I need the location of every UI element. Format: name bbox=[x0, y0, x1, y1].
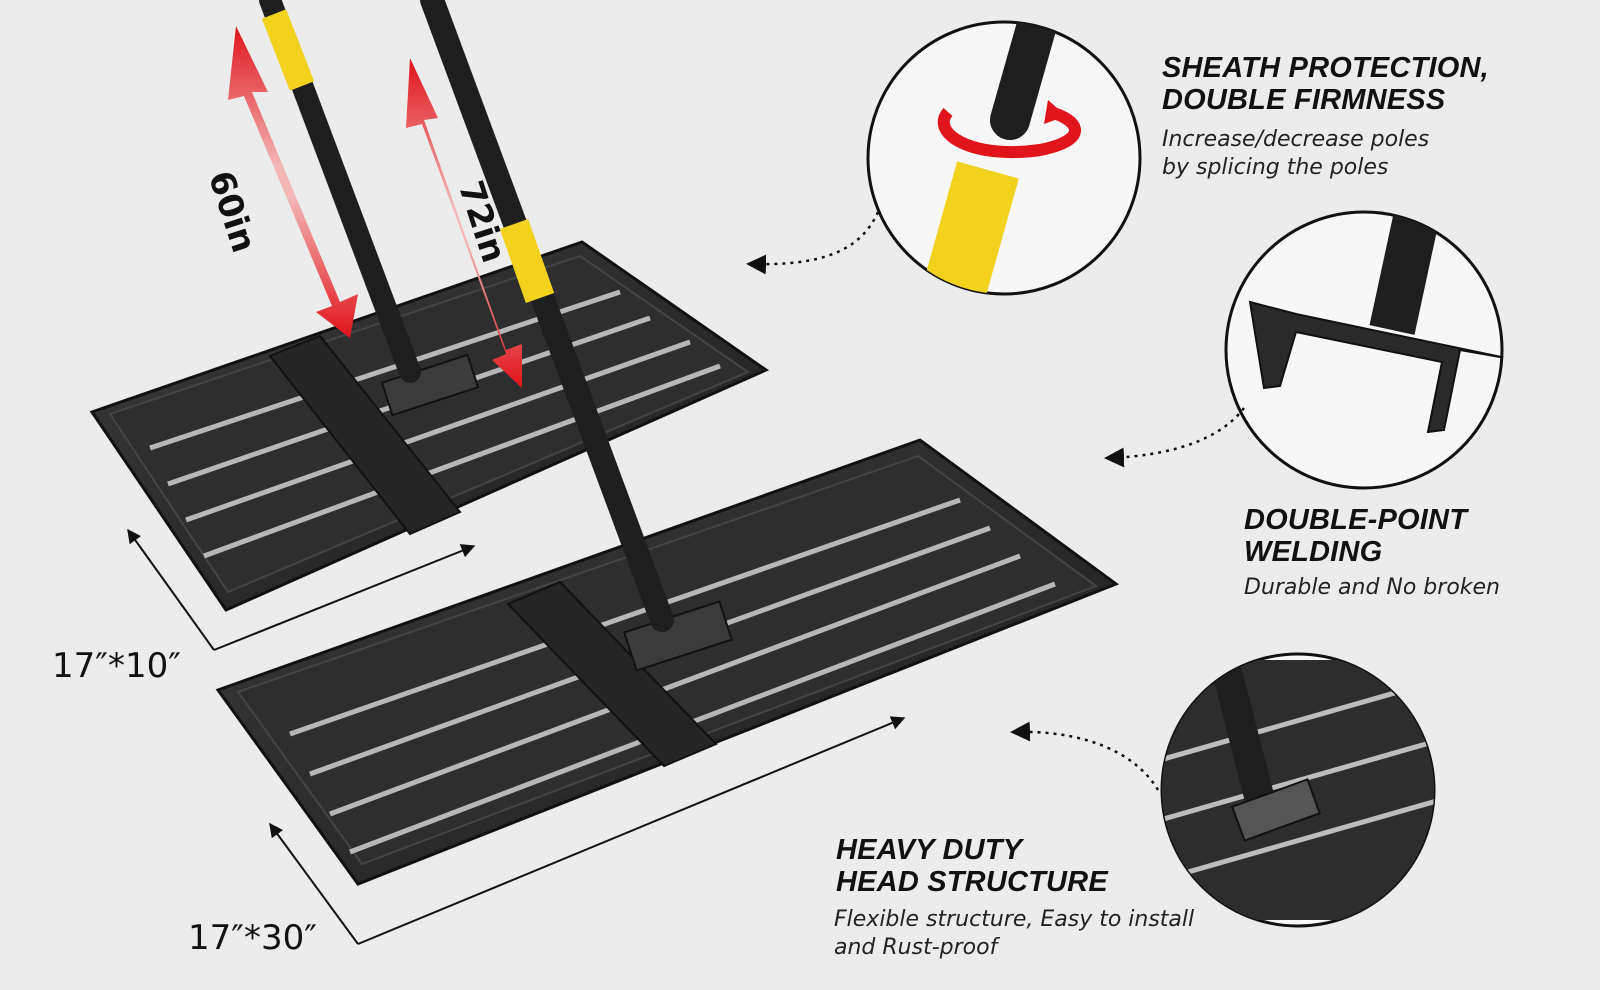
sheath-callout-arrow bbox=[746, 211, 880, 275]
head-title-line2: HEAD STRUCTURE bbox=[836, 866, 1108, 898]
welding-callout-arrow bbox=[1104, 407, 1245, 468]
head-callout-arrow bbox=[1010, 721, 1160, 791]
welding-desc-line1: Durable and No broken bbox=[1244, 575, 1500, 600]
head-detail-circle bbox=[1160, 652, 1436, 928]
large-dimension-line bbox=[269, 822, 359, 945]
sheath-title-line2: DOUBLE FIRMNESS bbox=[1162, 84, 1446, 116]
large-rake-head bbox=[215, 438, 1120, 886]
small-dimension-line-bottom bbox=[213, 544, 476, 651]
small-rake-head bbox=[89, 240, 770, 612]
short-pole-length-arrow bbox=[228, 26, 358, 338]
welding-detail-circle bbox=[1224, 210, 1504, 490]
welding-title-line2: WELDING bbox=[1244, 536, 1383, 568]
short-pole bbox=[259, 0, 421, 383]
small-dimension-line bbox=[127, 528, 215, 651]
head-title-line1: HEAVY DUTY bbox=[836, 834, 1023, 866]
large-head-dimension: 17″*30″ bbox=[188, 918, 317, 958]
sheath-title-line1: SHEATH PROTECTION, bbox=[1162, 52, 1489, 84]
welding-title-line1: DOUBLE-POINT bbox=[1244, 504, 1468, 536]
large-dimension-line-bottom bbox=[357, 716, 906, 945]
long-pole bbox=[420, 0, 674, 632]
sheath-detail-circle bbox=[866, 20, 1142, 296]
sheath-desc-line1: Increase/decrease poles bbox=[1162, 127, 1430, 152]
head-desc-line2: and Rust-proof bbox=[834, 935, 998, 960]
head-desc-line1: Flexible structure, Easy to install bbox=[834, 907, 1195, 932]
long-pole-length-arrow bbox=[406, 58, 522, 388]
small-head-dimension: 17″*10″ bbox=[52, 646, 181, 686]
sheath-desc-line2: by splicing the poles bbox=[1162, 155, 1389, 180]
